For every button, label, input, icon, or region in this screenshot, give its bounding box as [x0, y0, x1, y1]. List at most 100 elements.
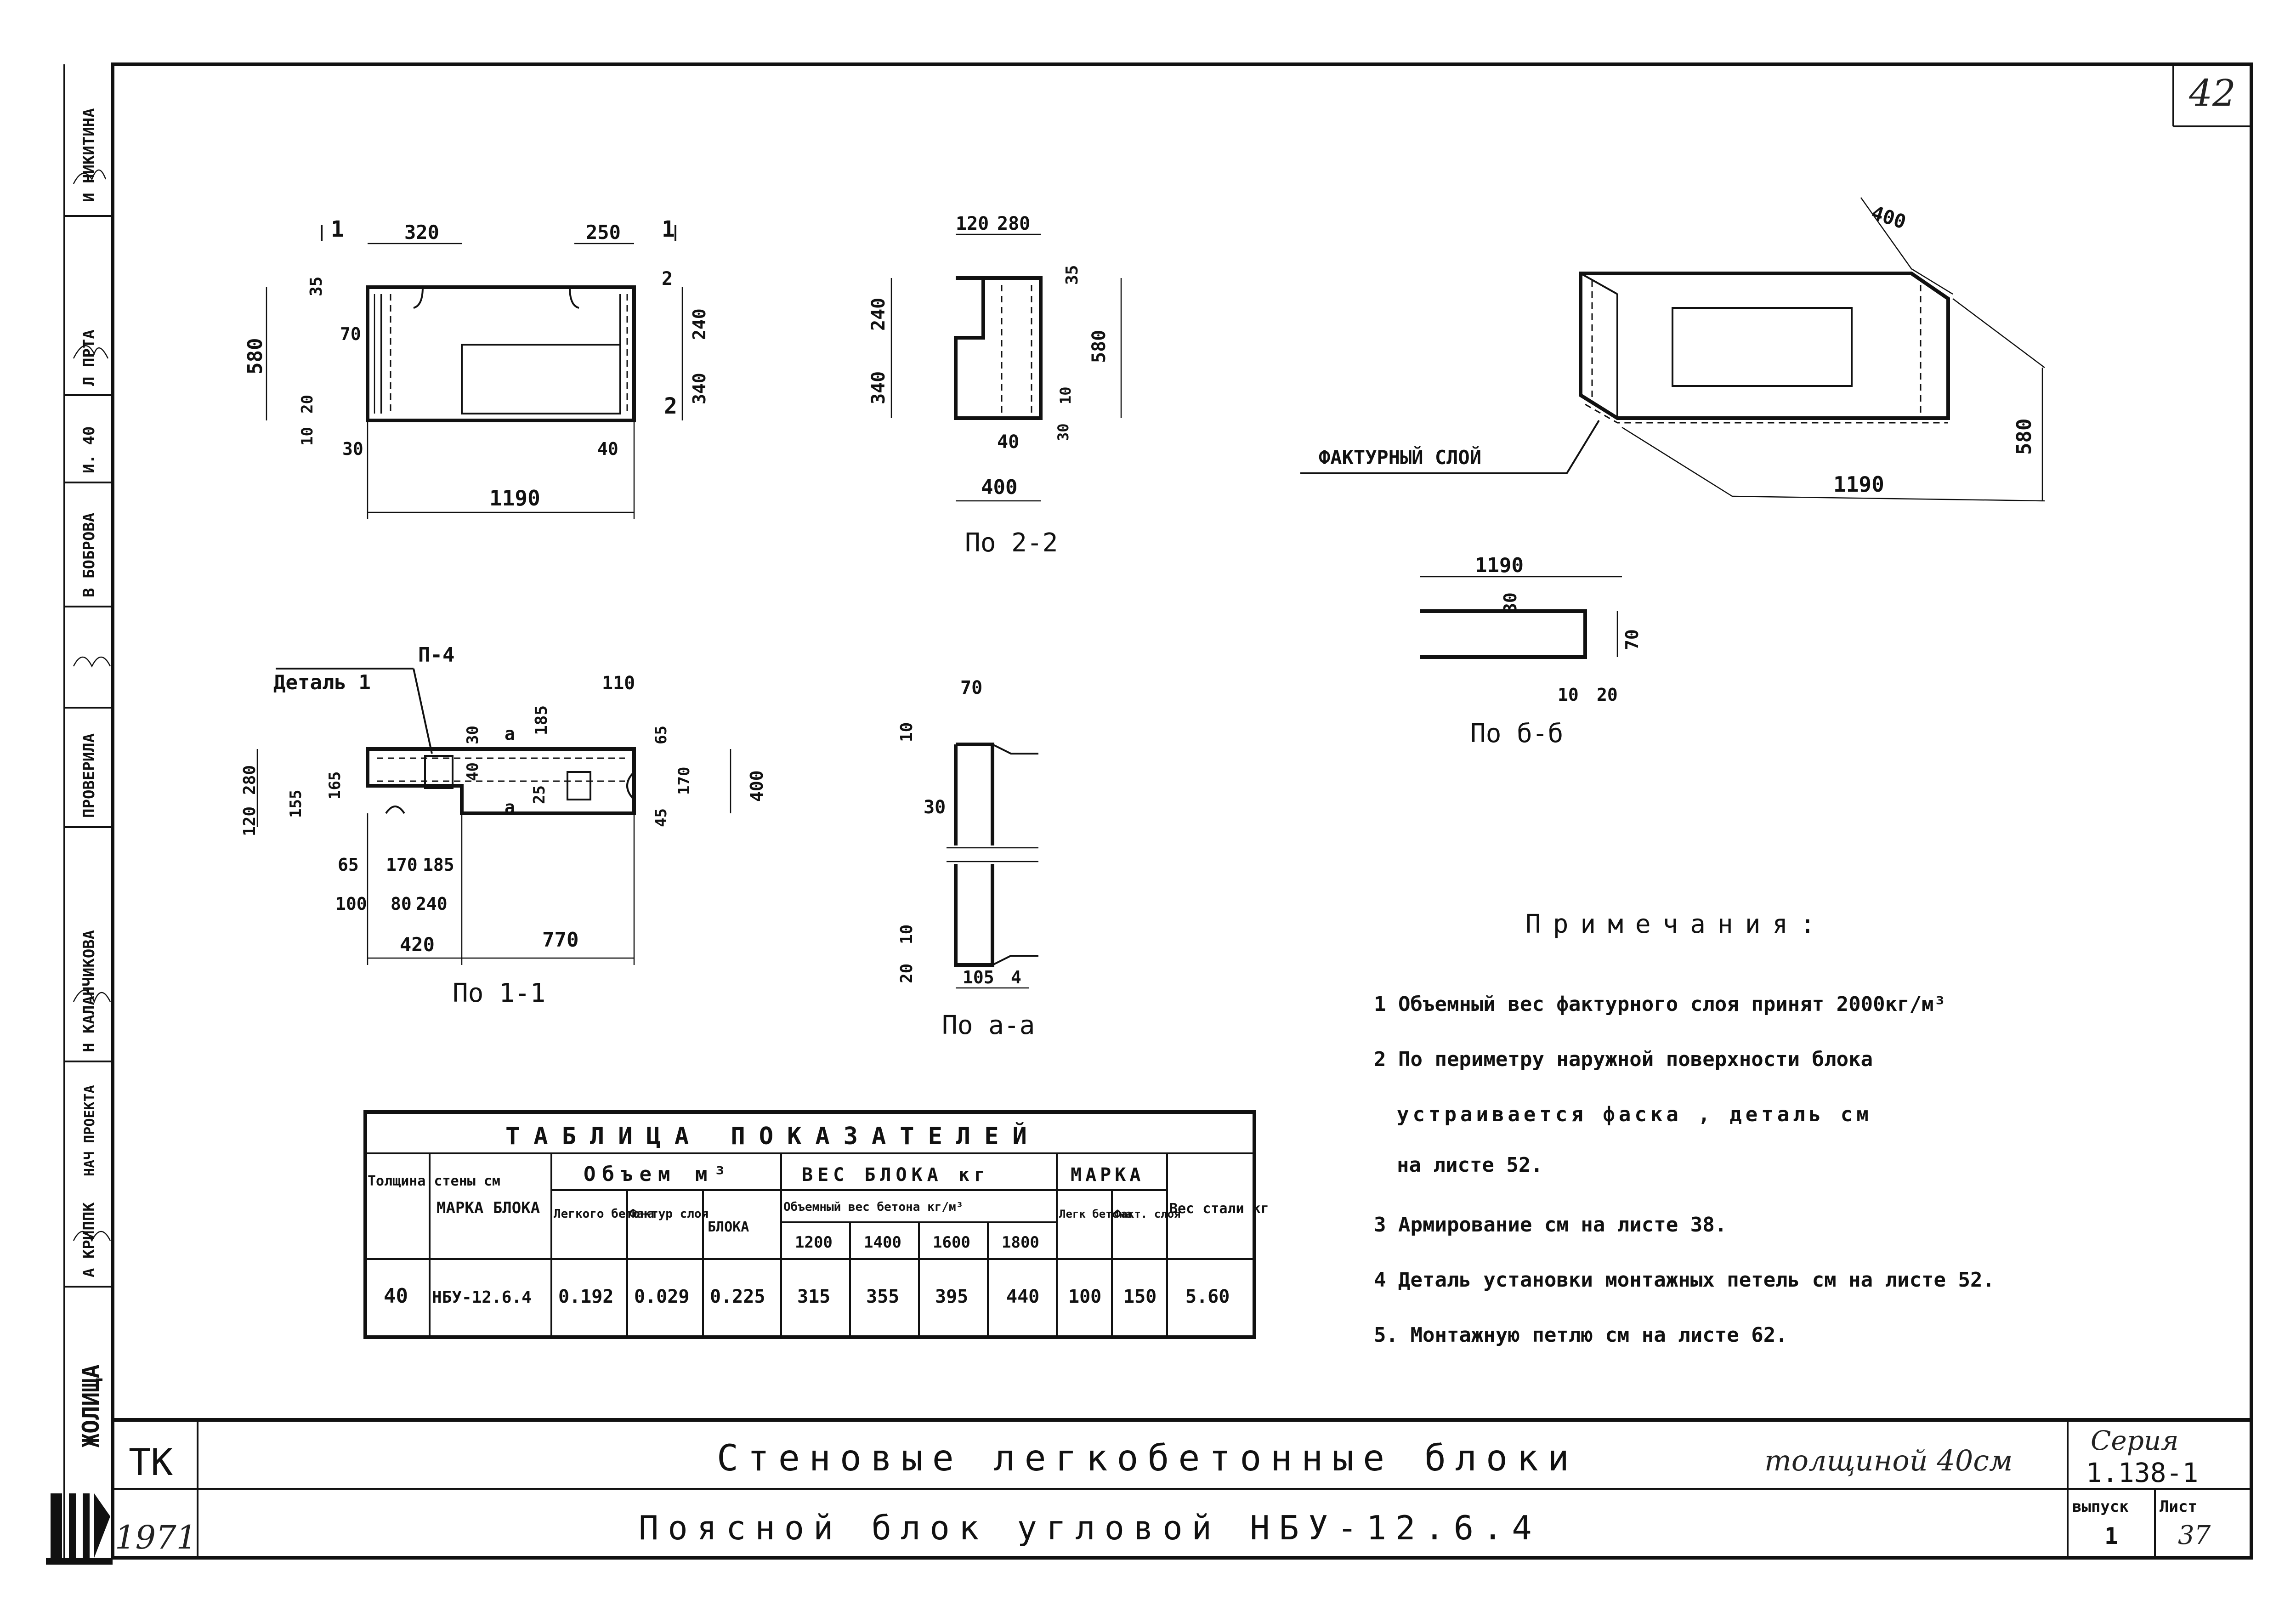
dim-iso-1190: 1190	[1833, 472, 1884, 497]
view-isometric: 400 580 1190 ФАКТУРНЫЙ СЛОЙ	[1300, 197, 2045, 502]
dim-11-45: 45	[652, 808, 670, 827]
table-frame	[363, 1110, 1256, 1339]
dim-35: 35	[307, 277, 326, 296]
signature-2	[73, 345, 109, 359]
view-section-2-2: 120 280 35 240 340 580 10 40 30 400 По 2…	[868, 213, 1122, 558]
th-weight: ВЕС БЛОКА кг	[802, 1164, 990, 1186]
dim-400-2: 400	[981, 476, 1017, 499]
dim-11-165: 165	[326, 772, 344, 800]
institute-logo	[46, 1493, 113, 1565]
dim-11-770: 770	[542, 928, 578, 952]
th-mark: МАРКА БЛОКА	[437, 1199, 540, 1217]
td-w1200: 315	[797, 1286, 830, 1307]
note-2-cont: устраивается фаска , деталь см	[1397, 1103, 1872, 1126]
th-w1200: 1200	[795, 1233, 833, 1252]
stamp-name-3: И. 40	[80, 426, 98, 473]
dim-bb-20: 20	[1597, 685, 1618, 705]
caption-section-bb: По б-б	[1470, 719, 1563, 749]
label-a-top: а	[505, 724, 515, 744]
view-section-bb: 1190 30 70 10 20 По б-б	[1420, 554, 1642, 749]
table-title: ТАБЛИЦА ПОКАЗАТЕЛЕЙ	[505, 1122, 1041, 1150]
dim-aa-70: 70	[960, 677, 982, 698]
th-grade: МАРКА	[1071, 1164, 1144, 1186]
dim-11-80: 80	[391, 894, 412, 914]
dim-10-2: 10	[1057, 386, 1074, 404]
note-5: 5. Монтажную петлю см на листе 62.	[1374, 1323, 1788, 1347]
dim-11-400: 400	[747, 770, 767, 802]
th-grade-fact: Факт. слоя	[1114, 1208, 1181, 1220]
tb-list-label: Лист	[2160, 1498, 2197, 1516]
td-grade-fact: 150	[1123, 1286, 1157, 1307]
notes: Примечания: 1 Объемный вес фактурного сл…	[1374, 909, 1995, 1347]
tb-issue-label: выпуск	[2072, 1498, 2129, 1516]
side-stamp: И НИКИТИНА Л ПРТА И. 40 В БОБРОВА ПРОВЕР…	[46, 64, 113, 1565]
dim-580: 580	[244, 338, 267, 374]
td-wall: 40	[384, 1284, 408, 1308]
note-1: 1 Объемный вес фактурного слоя принят 20…	[1374, 993, 1946, 1016]
dim-120: 120	[956, 213, 989, 234]
stamp-name-9: ЖОЛИЩА	[78, 1364, 104, 1447]
dim-10: 10	[298, 427, 317, 446]
section-2-2-outline	[954, 276, 1043, 420]
lifting-loop-left	[413, 287, 424, 309]
dim-11-155: 155	[287, 790, 305, 818]
section-bb-outline	[1420, 609, 1587, 659]
th-w1400: 1400	[864, 1233, 901, 1252]
dim-bb-1190: 1190	[1475, 554, 1524, 577]
th-vol-block: БЛОКА	[708, 1219, 749, 1235]
dim-11-240: 240	[416, 894, 448, 914]
title-block: ТК 1971 Стеновые легкобетонные блоки тол…	[113, 1418, 2251, 1558]
cut-mark-1-left: 1	[331, 216, 344, 242]
stamp-name-8: А КРИППК	[80, 1202, 98, 1277]
dim-320: 320	[404, 221, 439, 244]
dim-280: 280	[997, 213, 1030, 234]
stamp-name-5: ПРОВЕРИЛА	[80, 733, 98, 818]
tb-series-label: Серия	[2091, 1425, 2179, 1456]
dim-40: 40	[597, 439, 618, 459]
dim-11-420: 420	[400, 933, 435, 956]
indicators-table: ТАБЛИЦА ПОКАЗАТЕЛЕЙ Толщина стены см МАР…	[363, 1110, 1269, 1339]
label-detail-1: Деталь 1	[273, 671, 371, 694]
th-vol-light: Легкого бетона	[554, 1207, 654, 1221]
td-vol-fact: 0.029	[634, 1286, 689, 1307]
stamp-name-1: И НИКИТИНА	[80, 108, 98, 202]
lifting-loop-right	[569, 287, 579, 309]
label-a-bottom: а	[505, 797, 515, 817]
signature-5	[73, 1231, 111, 1242]
dim-11-185b: 185	[423, 855, 454, 875]
tb-issue-value: 1	[2104, 1523, 2118, 1549]
stamp-name-6: Н КАЛАНЧИКОВА	[80, 930, 98, 1052]
dim-aa-4: 4	[1011, 967, 1021, 987]
note-2-end: на листе 52.	[1397, 1153, 1543, 1177]
dim-aa-10a: 10	[897, 722, 916, 742]
td-w1800: 440	[1006, 1286, 1039, 1307]
signature-1	[73, 169, 107, 184]
cut-mark-2-top: 2	[662, 268, 673, 289]
dim-11-280: 280	[240, 765, 259, 795]
dim-11-25: 25	[530, 785, 549, 804]
block-outline	[366, 285, 636, 422]
dim-bb-30: 30	[1500, 592, 1520, 613]
dim-30: 30	[342, 439, 363, 459]
th-wall: Толщина стены см	[368, 1173, 500, 1189]
note-4: 4 Деталь установки монтажных петель см н…	[1374, 1268, 1995, 1292]
stamp-name-2: Л ПРТА	[80, 329, 98, 386]
caption-section-aa: По а-а	[942, 1010, 1035, 1040]
caption-section-2-2: По 2-2	[965, 528, 1058, 558]
th-w1600: 1600	[933, 1233, 970, 1252]
td-vol-light: 0.192	[558, 1286, 613, 1307]
detail-1-box	[424, 755, 454, 789]
dim-iso-400: 400	[1869, 201, 1909, 233]
dim-11-185: 185	[532, 705, 551, 735]
td-w1400: 355	[866, 1286, 899, 1307]
tb-title-1: Стеновые легкобетонные блоки	[717, 1438, 1578, 1479]
tb-series-value: 1.138-1	[2086, 1457, 2198, 1488]
dim-35-2: 35	[1063, 265, 1082, 285]
note-3: 3 Армирование см на листе 38.	[1374, 1213, 1727, 1237]
sheet-frame	[111, 62, 2253, 1560]
stamp-name-7: НАЧ ПРОЕКТА	[82, 1085, 98, 1176]
label-p4: П-4	[418, 643, 454, 667]
iso-outline	[1579, 272, 1950, 420]
